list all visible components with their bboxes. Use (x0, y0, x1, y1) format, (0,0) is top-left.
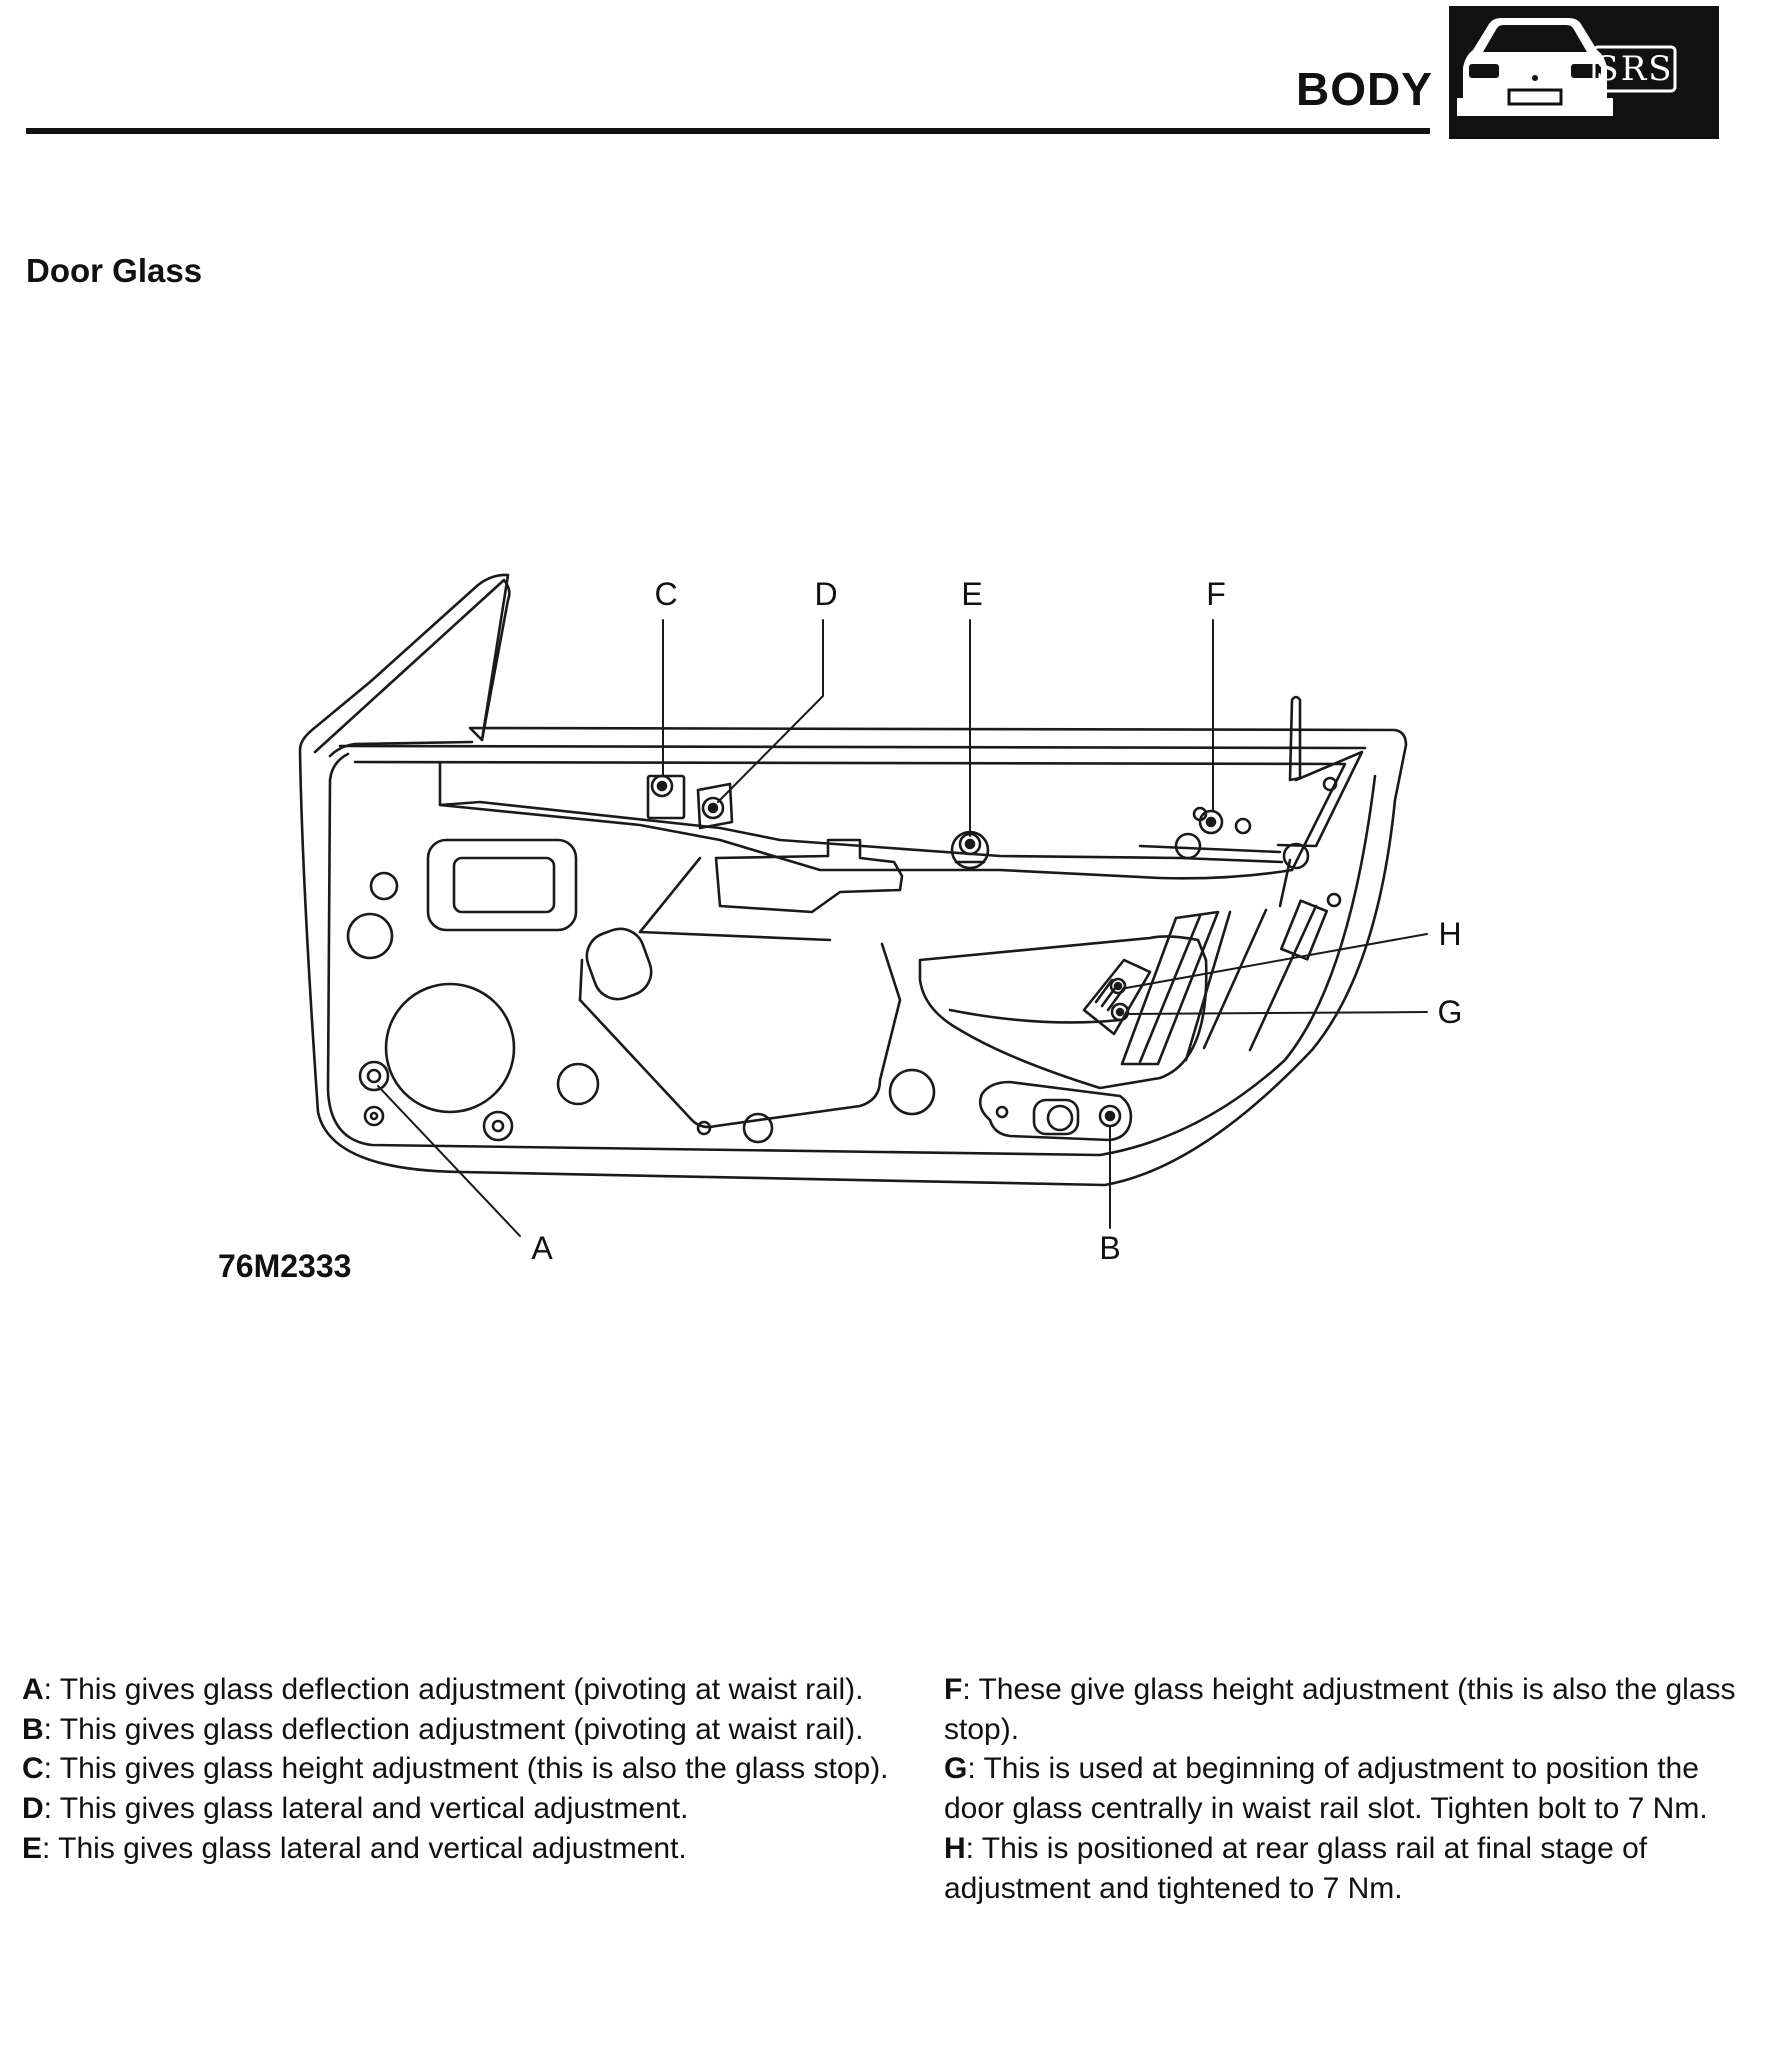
note-d: D: This gives glass lateral and vertical… (22, 1789, 902, 1829)
note-letter: G (944, 1752, 968, 1786)
note-text: : This is used at beginning of adjustmen… (944, 1752, 1708, 1826)
note-letter: F (944, 1673, 963, 1706)
note-text: : This gives glass deflection adjustment… (43, 1673, 864, 1706)
section-heading: BODY (1296, 63, 1433, 115)
door-drawing (298, 573, 1428, 1237)
section-badge: SRS (1449, 6, 1719, 139)
note-h: H: This is positioned at rear glass rail… (944, 1829, 1764, 1908)
callout-c: C (654, 576, 678, 612)
door-diagram: C D E F H G A B (0, 540, 1782, 1340)
car-front-icon (1457, 18, 1677, 116)
callout-e: E (961, 576, 983, 612)
note-letter: E (22, 1831, 43, 1865)
notes-right-column: F: These give glass height adjustment (t… (944, 1670, 1764, 1908)
figure-code: 76M2333 (218, 1248, 352, 1284)
note-letter: D (22, 1792, 44, 1826)
note-text: : This gives glass lateral and vertical … (43, 1792, 689, 1826)
header-rule (26, 128, 1430, 134)
page-title: Door Glass (26, 252, 203, 289)
note-letter: C (22, 1752, 44, 1786)
note-letter: B (22, 1712, 44, 1746)
callout-a: A (531, 1230, 553, 1266)
callout-f: F (1206, 576, 1226, 612)
callout-h: H (1438, 916, 1462, 952)
srs-label: SRS (1595, 49, 1674, 89)
note-b: B: This gives glass deflection adjustmen… (22, 1710, 902, 1750)
note-text: : These give glass height adjustment (th… (944, 1673, 1736, 1746)
note-letter: H (944, 1831, 966, 1865)
note-e: E: This gives glass lateral and vertical… (22, 1829, 902, 1869)
note-text: : This gives glass deflection adjustment… (43, 1712, 864, 1746)
callout-d: D (814, 576, 838, 612)
note-a: A: This gives glass deflection adjustmen… (22, 1670, 902, 1710)
note-g: G: This is used at beginning of adjustme… (944, 1749, 1764, 1828)
note-text: : This gives glass lateral and vertical … (42, 1831, 687, 1865)
note-text: : This gives glass height adjustment (th… (43, 1752, 889, 1786)
callout-g: G (1437, 994, 1463, 1030)
note-text: : This is positioned at rear glass rail … (944, 1831, 1648, 1905)
note-letter: A (22, 1673, 44, 1706)
callout-b: B (1099, 1230, 1121, 1266)
note-f: F: These give glass height adjustment (t… (944, 1670, 1764, 1749)
note-c: C: This gives glass height adjustment (t… (22, 1749, 902, 1789)
notes-left-column: A: This gives glass deflection adjustmen… (22, 1670, 902, 1869)
